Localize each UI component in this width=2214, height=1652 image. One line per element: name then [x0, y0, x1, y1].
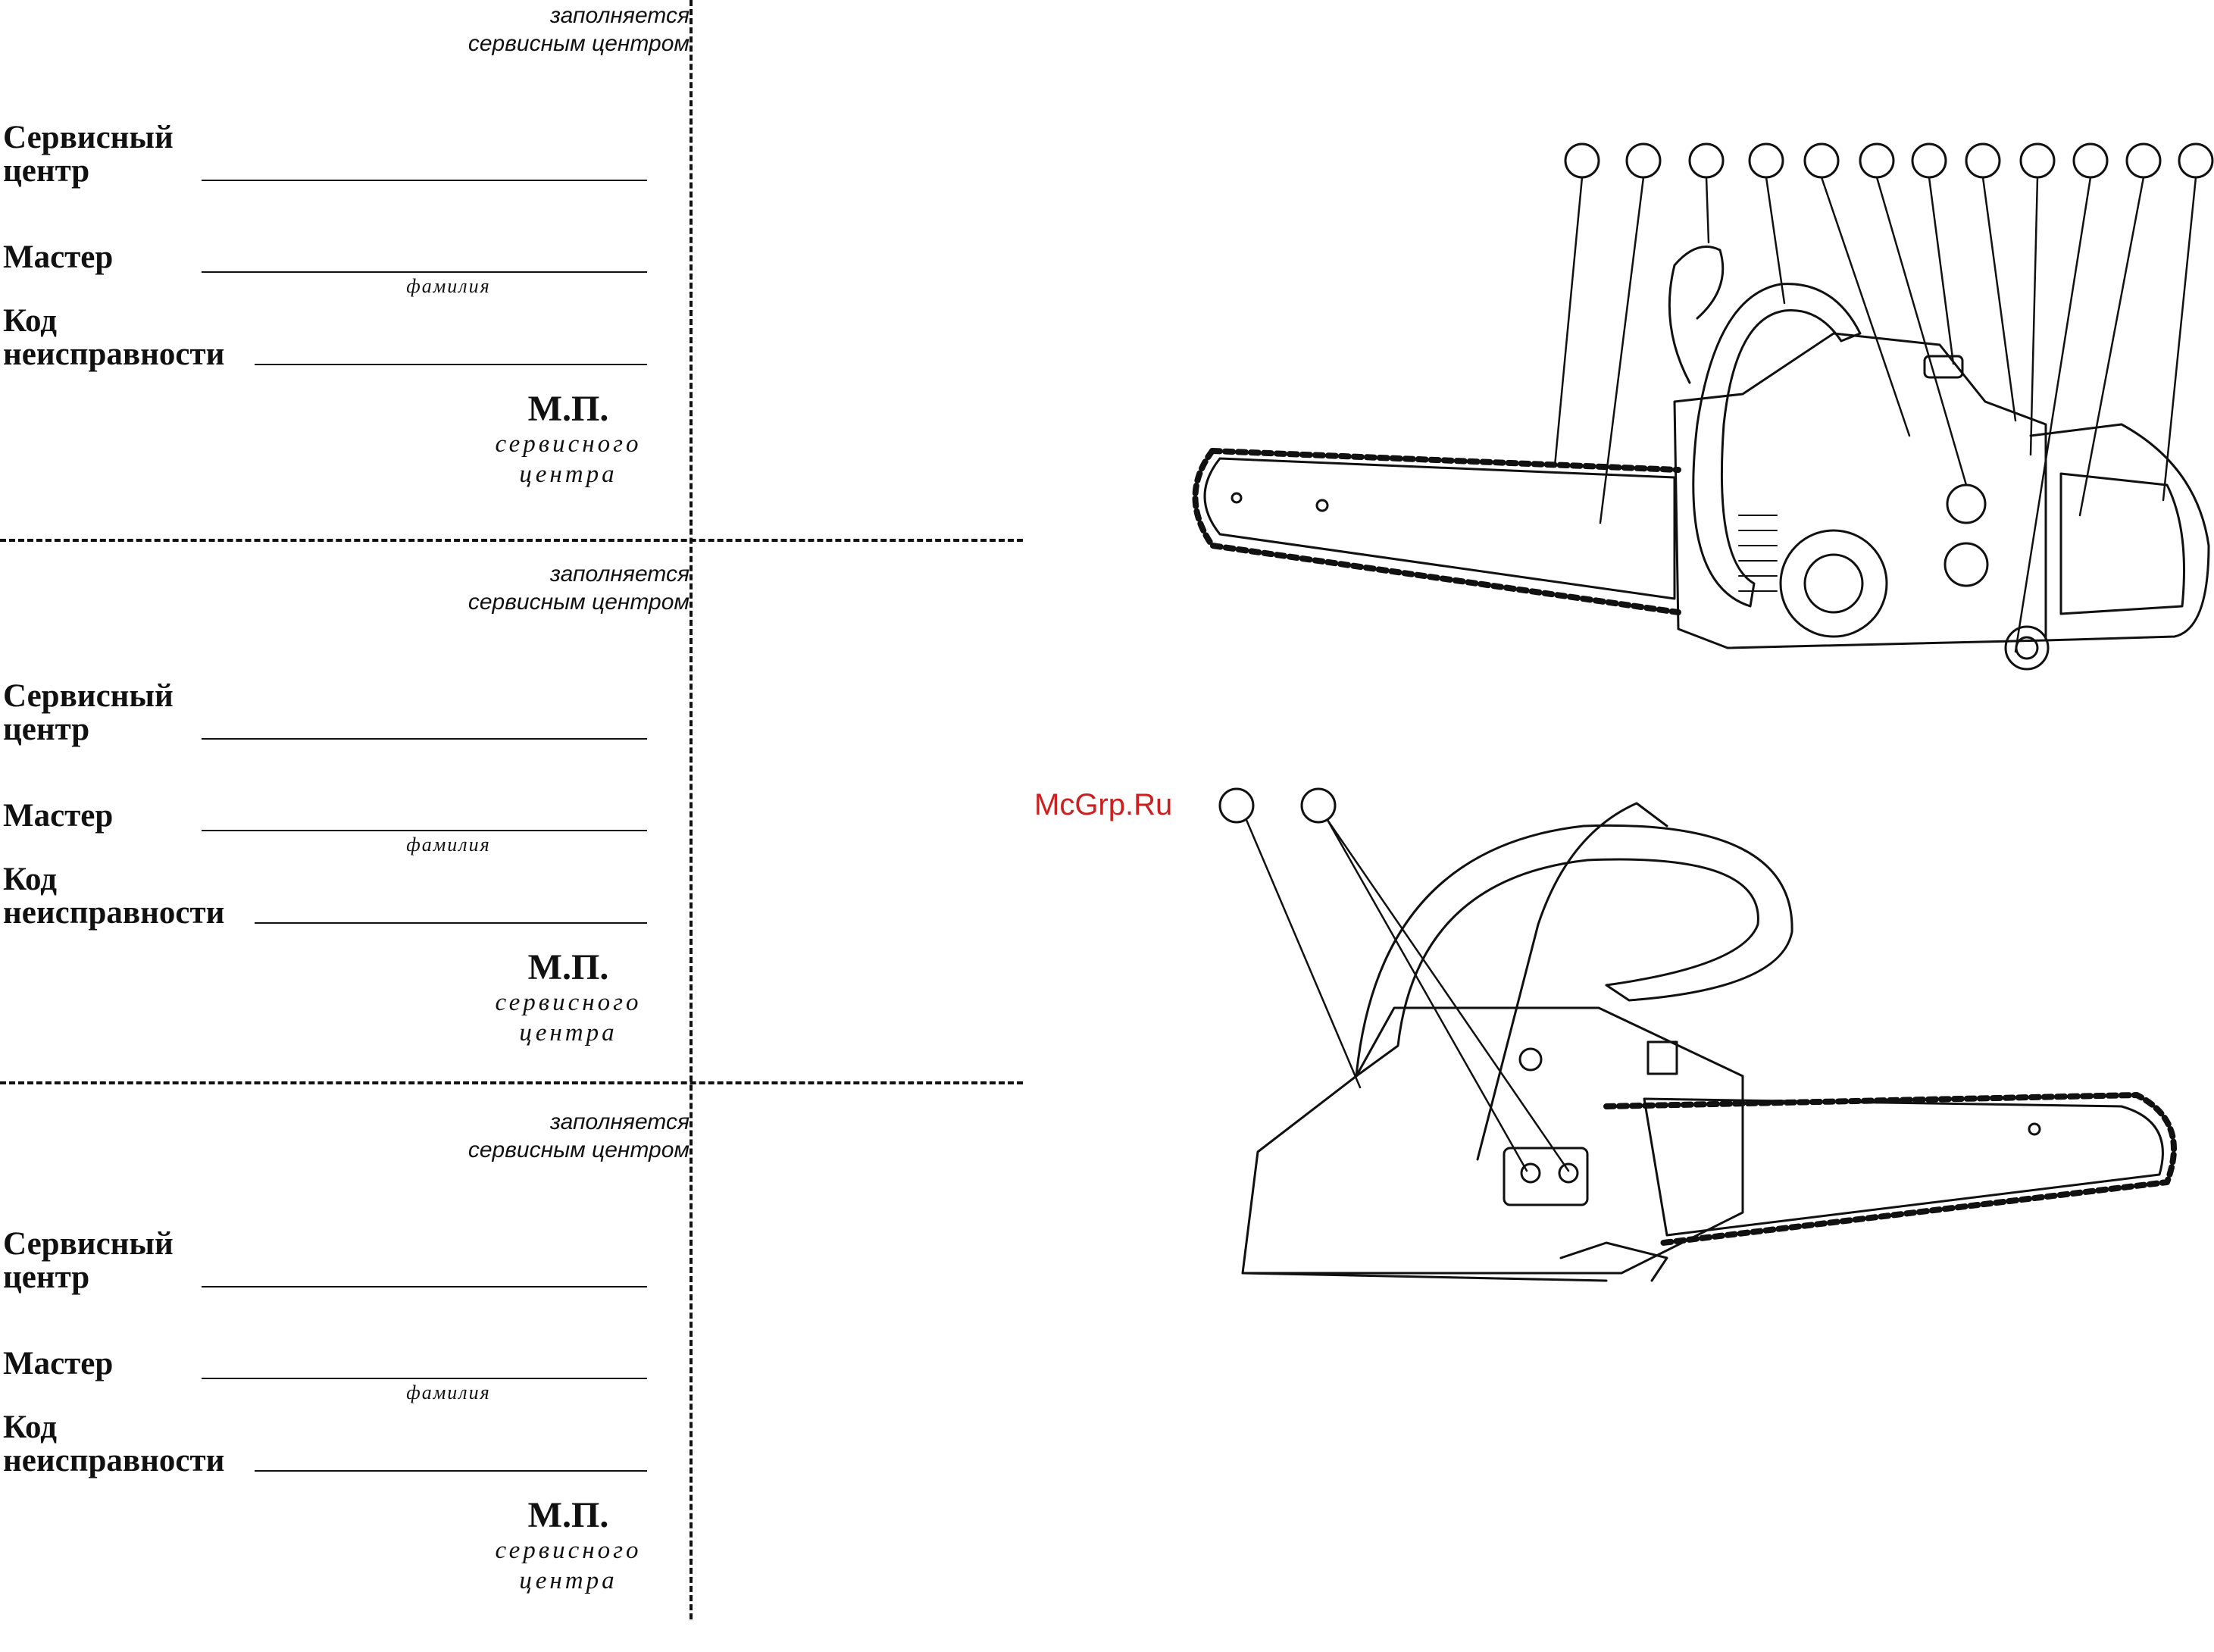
stamp-label: М.П. — [527, 1495, 609, 1535]
fill-note-line-1: заполняется — [550, 3, 690, 28]
coupon-2: заполняется сервисным центром Сервисный … — [0, 558, 690, 1104]
vertical-cut-line — [690, 0, 693, 1619]
service-center-label: Сервисный центр — [3, 1226, 174, 1295]
callout-circle-b — [1300, 787, 1337, 824]
stamp-sub-2: центра — [519, 1567, 618, 1594]
stamp-sub-2: центра — [519, 1019, 618, 1047]
surname-hint: фамилия — [406, 1381, 491, 1403]
surname-hint: фамилия — [406, 834, 491, 856]
service-center-field[interactable] — [202, 180, 647, 181]
fill-note-line-1: заполняется — [550, 1109, 690, 1134]
chainsaw-other-side-view — [1218, 787, 2177, 1282]
fill-note-line-2: сервисным центром — [468, 590, 690, 615]
fill-note: заполняется сервисным центром — [311, 1108, 690, 1164]
fault-code-label: Код неисправности — [3, 1410, 225, 1478]
coupon-1: заполняется сервисным центром Сервисный … — [0, 0, 690, 546]
stamp-area: М.П. сервисного центра — [455, 948, 682, 1048]
callout-circle-a — [1218, 787, 1255, 824]
stamp-sub-1: сервисного — [495, 989, 642, 1016]
stamp-sub-2: центра — [519, 461, 618, 488]
fill-note: заполняется сервисным центром — [311, 560, 690, 616]
surname-hint: фамилия — [406, 275, 491, 297]
horizontal-cut-line-1 — [0, 539, 1023, 542]
stamp-label: М.П. — [527, 947, 609, 987]
callout-circles-top — [1564, 142, 2214, 179]
fault-code-label: Код неисправности — [3, 862, 225, 931]
master-label: Мастер — [3, 239, 114, 275]
stamp-area: М.П. сервисного центра — [455, 1496, 682, 1596]
horizontal-cut-line-2 — [0, 1081, 1023, 1084]
master-field[interactable] — [202, 830, 647, 831]
fault-code-label: Код неисправности — [3, 303, 225, 372]
master-field[interactable] — [202, 271, 647, 273]
fault-code-field[interactable] — [255, 364, 647, 365]
stamp-label: М.П. — [527, 389, 609, 429]
fault-code-field[interactable] — [255, 922, 647, 924]
service-center-field[interactable] — [202, 738, 647, 740]
stamp-sub-1: сервисного — [495, 430, 642, 458]
master-label: Мастер — [3, 1346, 114, 1381]
coupon-3: заполняется сервисным центром Сервисный … — [0, 1106, 690, 1652]
service-center-field[interactable] — [202, 1286, 647, 1287]
fill-note-line-1: заполняется — [550, 562, 690, 587]
leader-lines-top — [1553, 176, 2197, 653]
service-center-label: Сервисный центр — [3, 120, 174, 189]
fill-note: заполняется сервисным центром — [311, 2, 690, 58]
watermark: McGrp.Ru — [1034, 788, 1173, 821]
master-field[interactable] — [202, 1378, 647, 1379]
fault-code-field[interactable] — [255, 1470, 647, 1472]
chainsaw-side-view — [1192, 142, 2214, 671]
stamp-area: М.П. сервисного центра — [455, 390, 682, 490]
service-center-label: Сервисный центр — [3, 678, 174, 747]
fill-note-line-2: сервисным центром — [468, 31, 690, 56]
fill-note-line-2: сервисным центром — [468, 1137, 690, 1162]
master-label: Мастер — [3, 798, 114, 834]
stamp-sub-1: сервисного — [495, 1537, 642, 1564]
